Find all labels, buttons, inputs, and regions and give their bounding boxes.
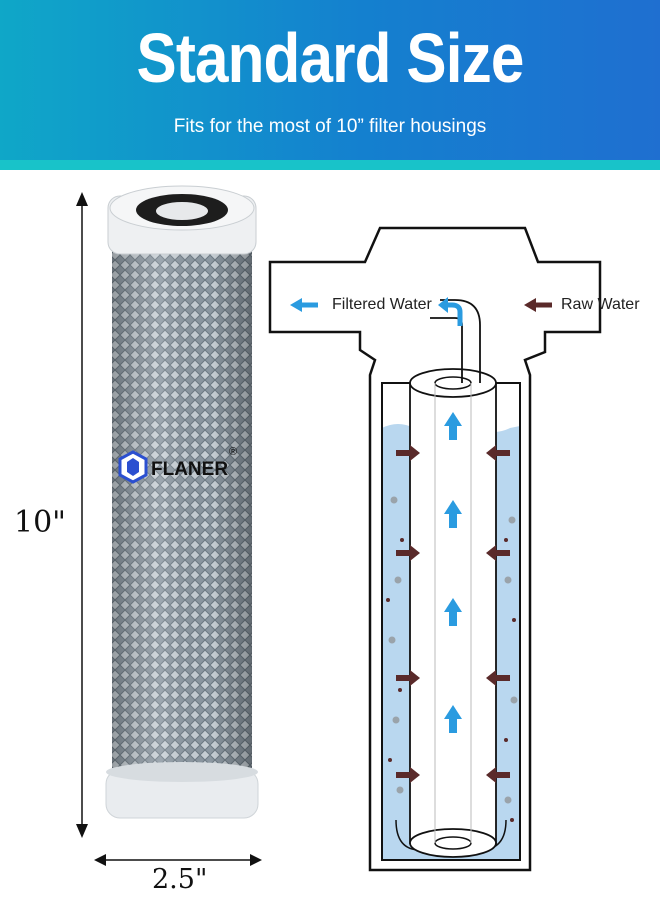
length-label: 10" bbox=[14, 505, 66, 540]
diameter-label: 2.5" bbox=[152, 864, 208, 895]
registered-mark: ® bbox=[229, 446, 238, 458]
diameter-dimension-line bbox=[94, 854, 262, 866]
filter-cartridge bbox=[105, 185, 259, 819]
header-banner bbox=[0, 0, 660, 170]
filtered-water-label: Filtered Water bbox=[332, 296, 432, 313]
page-subtitle: Fits for the most of 10” filter housings bbox=[173, 116, 487, 137]
elbow-flow-arrow-icon bbox=[438, 297, 463, 326]
outlet-arrow-icon bbox=[290, 298, 318, 312]
filter-housing-diagram bbox=[268, 226, 602, 872]
brand-name: FLANER bbox=[151, 459, 229, 480]
flaner-logo-icon bbox=[118, 450, 148, 484]
page-title: Standard Size bbox=[136, 19, 525, 97]
length-dimension-line bbox=[76, 192, 88, 838]
upward-flow-arrows bbox=[444, 412, 462, 733]
header-accent-stripe bbox=[0, 160, 660, 170]
inlet-arrow-icon bbox=[524, 298, 552, 312]
raw-water-label: Raw Water bbox=[561, 296, 640, 313]
inward-flow-arrows bbox=[396, 445, 510, 783]
